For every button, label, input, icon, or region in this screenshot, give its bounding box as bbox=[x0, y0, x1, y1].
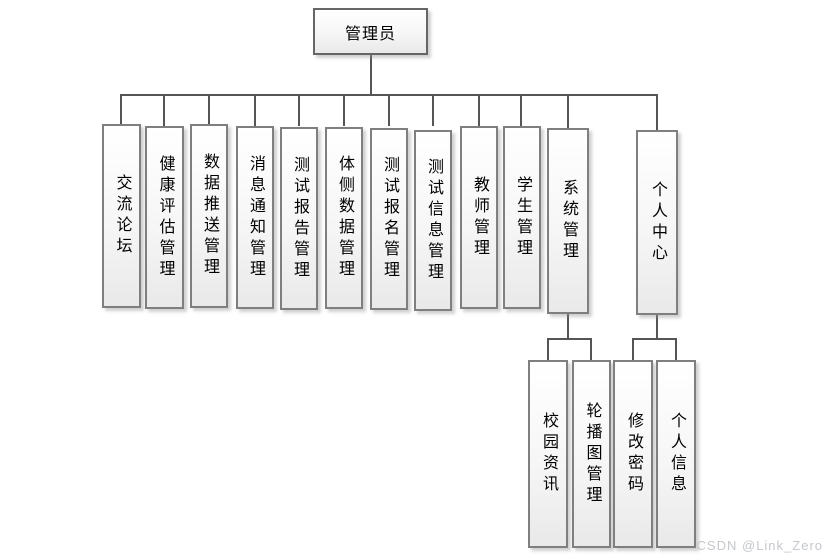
node-label: 测试报告管理 bbox=[291, 155, 308, 282]
connector-drop bbox=[120, 94, 122, 126]
node-label: 修改密码 bbox=[625, 412, 642, 496]
node-data-push: 数据推送管理 bbox=[190, 124, 228, 308]
node-system-management: 系统管理 bbox=[547, 128, 589, 314]
node-label: 教师管理 bbox=[471, 175, 488, 260]
node-test-registration: 测试报名管理 bbox=[370, 128, 408, 310]
connector-drop bbox=[520, 94, 522, 126]
watermark-text: CSDN @Link_Zero bbox=[696, 538, 823, 553]
node-exchange-forum: 交流论坛 bbox=[102, 124, 141, 308]
node-label: 体侧数据管理 bbox=[336, 155, 353, 281]
connector-drop bbox=[656, 94, 658, 130]
node-label: 轮播图管理 bbox=[583, 401, 601, 507]
node-label: 健康评估管理 bbox=[156, 154, 174, 281]
connector-bus-system bbox=[547, 338, 592, 340]
connector-drop bbox=[632, 338, 634, 361]
connector-drop bbox=[298, 94, 300, 126]
node-test-info: 测试信息管理 bbox=[414, 130, 452, 311]
connector-personal-feed bbox=[656, 314, 658, 340]
connector-drop bbox=[567, 94, 569, 128]
connector-drop bbox=[388, 94, 390, 126]
node-campus-news: 校园资讯 bbox=[528, 360, 568, 548]
node-admin: 管理员 bbox=[313, 8, 428, 55]
connector-drop bbox=[590, 338, 592, 361]
node-personal-center: 个人中心 bbox=[636, 130, 678, 315]
node-label: 个人中心 bbox=[649, 180, 666, 265]
node-physical-test-data: 体侧数据管理 bbox=[325, 127, 363, 309]
node-student-management: 学生管理 bbox=[503, 126, 541, 309]
connector-drop bbox=[547, 338, 549, 361]
node-carousel-management: 轮播图管理 bbox=[572, 360, 611, 548]
node-label: 个人信息 bbox=[668, 412, 685, 496]
connector-drop bbox=[208, 94, 210, 126]
node-label: 数据推送管理 bbox=[201, 153, 218, 279]
connector-drop bbox=[254, 94, 256, 126]
connector-drop bbox=[163, 94, 165, 126]
connector-drop bbox=[478, 94, 480, 126]
node-teacher-management: 教师管理 bbox=[460, 126, 498, 309]
connector-bus-personal bbox=[632, 338, 677, 340]
node-personal-info: 个人信息 bbox=[656, 360, 696, 548]
connector-drop bbox=[432, 94, 434, 126]
connector-drop bbox=[343, 94, 345, 126]
connector-root-feed bbox=[370, 55, 372, 95]
node-label: 校园资讯 bbox=[540, 412, 557, 496]
connector-drop bbox=[675, 338, 677, 361]
node-label: 测试报名管理 bbox=[381, 156, 398, 282]
node-label: 交流论坛 bbox=[113, 174, 131, 258]
node-label: 测试信息管理 bbox=[425, 157, 442, 284]
node-label: 学生管理 bbox=[514, 175, 531, 260]
node-label: 系统管理 bbox=[560, 179, 577, 263]
node-message-notification: 消息通知管理 bbox=[236, 126, 274, 309]
node-label: 消息通知管理 bbox=[247, 154, 264, 281]
node-label: 管理员 bbox=[344, 25, 396, 43]
node-test-report: 测试报告管理 bbox=[280, 127, 318, 310]
node-health-assessment: 健康评估管理 bbox=[145, 126, 184, 309]
connector-system-feed bbox=[567, 313, 569, 340]
node-change-password: 修改密码 bbox=[613, 360, 653, 548]
